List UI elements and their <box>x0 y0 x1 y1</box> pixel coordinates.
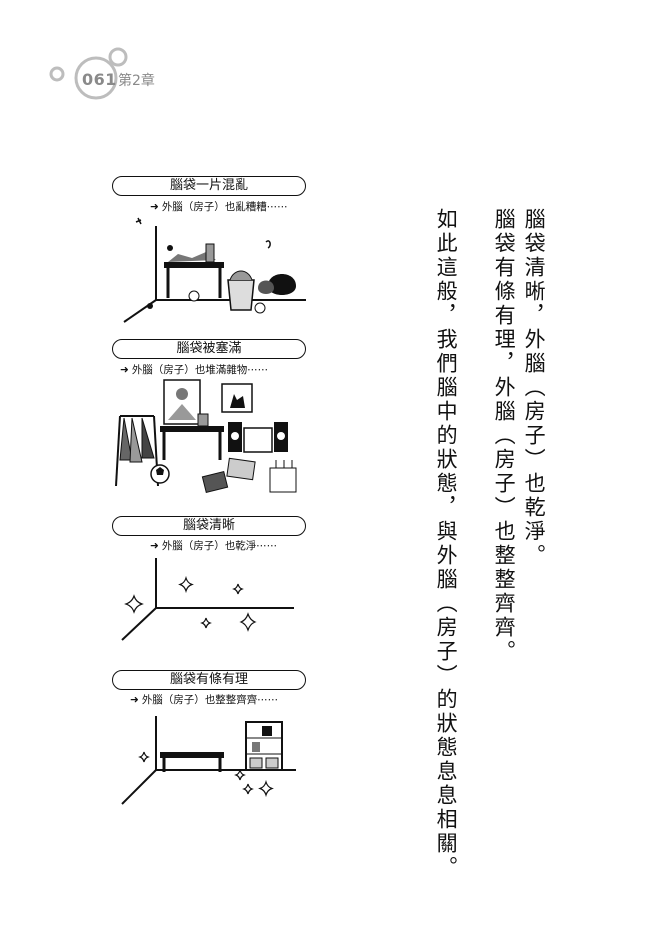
panel-title-messy: 腦袋一片混亂 <box>112 176 306 196</box>
tidy-room-illustration <box>121 716 296 805</box>
panel-sub-cluttered: ➜外腦（房子）也堆滿雜物⋯⋯ <box>120 364 269 376</box>
panel-sub-clean: ➜外腦（房子）也乾淨⋯⋯ <box>150 540 278 552</box>
panel-title-cluttered: 腦袋被塞滿 <box>112 339 306 359</box>
panel-sub-messy: ➜外腦（房子）也亂糟糟⋯⋯ <box>150 201 288 213</box>
panel-sub-tidy: ➜外腦（房子）也整整齊齊⋯⋯ <box>130 694 279 706</box>
page-header <box>40 44 200 104</box>
body-text-col-1: 腦袋清晰，外腦（房子）也乾淨。 <box>522 208 547 568</box>
clean-room-illustration <box>121 558 294 641</box>
chapter-label: 第2章 <box>118 73 155 89</box>
panel-title-tidy: 腦袋有條有理 <box>112 670 306 690</box>
sparkle-icons-tidy <box>138 751 274 798</box>
sparkle-icons <box>124 575 257 632</box>
body-text-col-2: 腦袋有條有理，外腦（房子）也整整齊齊。 <box>492 208 517 664</box>
page-header-circles-icon <box>49 47 128 100</box>
messy-room-illustration <box>123 217 306 323</box>
panel-title-clean: 腦袋清晰 <box>112 516 306 536</box>
body-text-col-3: 如此這般，我們腦中的狀態，與外腦（房子）的狀態息息相關。 <box>434 208 459 880</box>
page-number: 061 <box>82 70 117 89</box>
cluttered-room-illustration <box>115 379 297 494</box>
